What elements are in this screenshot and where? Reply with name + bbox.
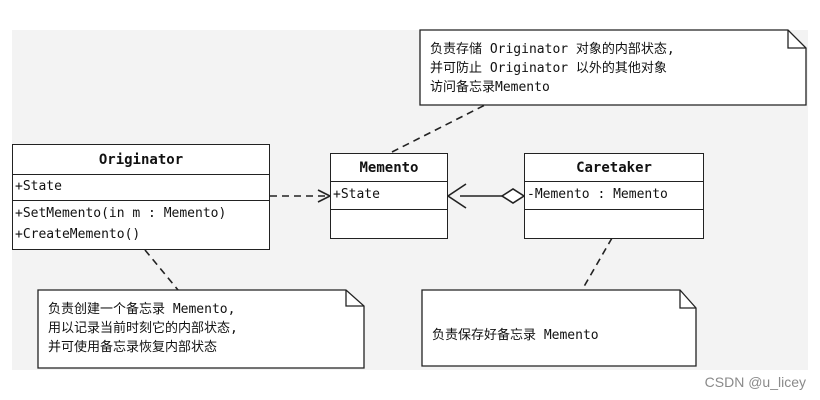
caretaker-note: 负责保存好备忘录 Memento	[422, 318, 692, 348]
memento-attributes: +State	[331, 182, 447, 210]
originator-class-name: Originator	[13, 145, 269, 175]
memento-note-line-2: 并可防止 Originator 以外的其他对象	[430, 61, 667, 76]
originator-note-shape	[37, 289, 365, 369]
caretaker-attributes: -Memento : Memento	[525, 182, 703, 210]
memento-class: Memento +State	[330, 153, 448, 239]
originator-note-line-3: 并可使用备忘录恢复内部状态	[48, 340, 218, 355]
originator-class: Originator +State +SetMemento(in m : Mem…	[12, 144, 270, 250]
memento-class-name: Memento	[331, 154, 447, 182]
caretaker-note-anchor	[581, 237, 613, 291]
originator-note: 负责创建一个备忘录 Memento, 用以记录当前时刻它的内部状态, 并可使用备…	[38, 292, 358, 366]
aggregation-diamond	[500, 188, 526, 204]
originator-note-line-1: 负责创建一个备忘录 Memento,	[48, 302, 236, 317]
memento-operation-empty	[333, 210, 447, 231]
memento-note: 负责存储 Originator 对象的内部状态, 并可防止 Originator…	[420, 32, 800, 104]
originator-operations: +SetMemento(in m : Memento) +CreateMemen…	[13, 201, 269, 245]
aggregation-arrowhead	[446, 183, 467, 209]
memento-note-anchor	[391, 104, 486, 153]
memento-note-shape	[419, 29, 807, 106]
memento-operations	[331, 210, 447, 236]
originator-attribute-state: +State	[15, 179, 62, 194]
caretaker-operations	[525, 210, 703, 236]
memento-attribute-state: +State	[333, 187, 380, 202]
caretaker-operation-empty	[527, 210, 703, 231]
originator-note-anchor	[144, 249, 179, 291]
caretaker-note-line-1: 负责保存好备忘录 Memento	[432, 328, 599, 343]
caretaker-attribute-memento: -Memento : Memento	[527, 187, 668, 202]
originator-operation-creatememento: +CreateMemento()	[15, 227, 141, 242]
originator-operation-setmemento: +SetMemento(in m : Memento)	[15, 206, 227, 221]
caretaker-note-shape	[421, 289, 697, 367]
caretaker-class-name: Caretaker	[525, 154, 703, 182]
memento-note-line-3: 访问备忘录Memento	[430, 80, 550, 95]
originator-note-line-2: 用以记录当前时刻它的内部状态,	[48, 321, 238, 336]
watermark: CSDN @u_licey	[704, 374, 806, 390]
memento-note-line-1: 负责存储 Originator 对象的内部状态,	[430, 42, 675, 57]
caretaker-class: Caretaker -Memento : Memento	[524, 153, 704, 239]
originator-attributes: +State	[13, 175, 269, 201]
